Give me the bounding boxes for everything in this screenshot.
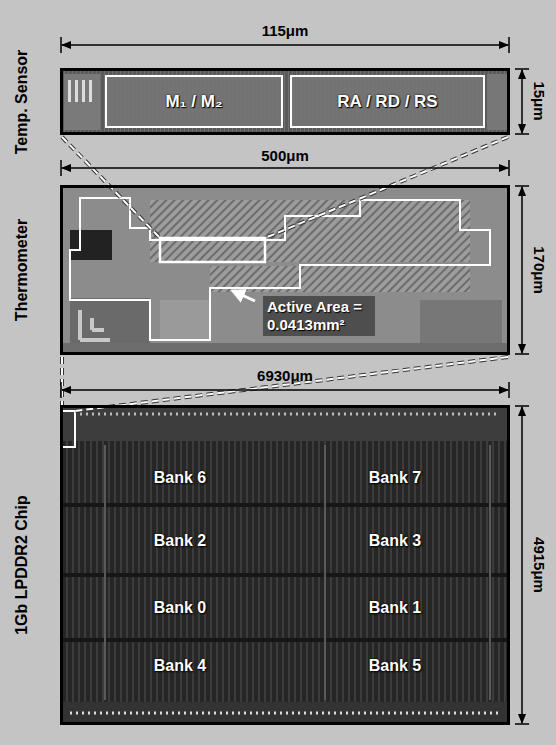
- thermometer-die: [60, 185, 510, 355]
- dimension-label: 6930μm: [257, 367, 313, 384]
- transistor-block: M₁ / M₂: [105, 75, 283, 128]
- bank-label: Bank 1: [369, 599, 421, 617]
- column-divider: [489, 445, 491, 700]
- block-outline: [70, 198, 490, 340]
- callout-arrow: [233, 291, 255, 301]
- dimension-line: [521, 407, 523, 723]
- periphery: [60, 702, 510, 722]
- bank-label: Bank 2: [154, 532, 206, 550]
- panel-heading: 1Gb LPDDR2 Chip: [13, 495, 31, 635]
- column-divider: [104, 445, 106, 700]
- bank-label: Bank 5: [369, 657, 421, 675]
- pad-row: [80, 413, 500, 416]
- chip-micrograph: [60, 405, 510, 725]
- dimension-label: 500μm: [261, 147, 309, 164]
- panel-heading: Temp. Sensor: [13, 49, 31, 154]
- thermometer-micrograph: [60, 185, 510, 355]
- zoom-line: [62, 137, 508, 411]
- bank-divider: [60, 573, 510, 577]
- periphery: [60, 405, 510, 441]
- column-divider: [324, 445, 326, 700]
- bank-label: Bank 3: [369, 532, 421, 550]
- pad-row: [70, 712, 500, 715]
- zoom-lines: [62, 137, 508, 411]
- dimension-tick: [515, 69, 529, 134]
- chip-panel: 1Gb LPDDR2 Chip: [60, 405, 510, 725]
- dimension-tick: [61, 382, 509, 398]
- circuit-trace: [80, 310, 110, 340]
- sensor-bar: [82, 80, 85, 102]
- sensor-region: [160, 238, 265, 262]
- zoom-line-shadow: [62, 137, 508, 411]
- circuit-block: [420, 300, 502, 345]
- sensor-micrograph: [60, 68, 510, 135]
- dimension-line: [521, 70, 523, 133]
- dimension-label: 170μm: [531, 246, 548, 294]
- dimension-label: 115μm: [262, 22, 309, 39]
- callout-note: Active Area = 0.0413mm²: [263, 296, 375, 336]
- dimension-tick: [515, 186, 529, 354]
- sensor-die: [60, 68, 510, 135]
- sensor-bar: [68, 80, 71, 102]
- sensor-bar: [89, 80, 92, 102]
- bank-label: Bank 0: [154, 599, 206, 617]
- power-rail: [60, 343, 510, 353]
- thermometer-panel: ThermometerActive Area = 0.0413mm²: [60, 185, 510, 355]
- sensor-block: [64, 74, 100, 130]
- circuit-block: [70, 230, 112, 260]
- block-label: RA / RD / RS: [337, 92, 437, 112]
- circuit-block: [70, 298, 150, 348]
- bank-label: Bank 6: [154, 469, 206, 487]
- chip-die: [60, 405, 510, 725]
- digital-area: [150, 200, 470, 262]
- sensor-block: [487, 74, 507, 130]
- bank-divider: [60, 503, 510, 507]
- circuit-block: [160, 300, 210, 340]
- dimension-line: [62, 389, 508, 391]
- dimension-tick: [61, 37, 509, 53]
- dimension-lines: [61, 37, 529, 724]
- bank-divider: [60, 638, 510, 642]
- panel-heading: Thermometer: [13, 219, 31, 321]
- dimension-label: 4915μm: [531, 537, 548, 593]
- dimension-label: 15μm: [531, 81, 548, 120]
- thermometer-region: [62, 411, 75, 447]
- bank-label: Bank 4: [154, 657, 206, 675]
- dimension-line: [62, 167, 508, 169]
- sensor-panel: Temp. SensorM₁ / M₂RA / RD / RS: [60, 68, 510, 135]
- sensor-bar: [75, 80, 78, 102]
- block-label: M₁ / M₂: [165, 92, 222, 112]
- bank-label: Bank 7: [369, 469, 421, 487]
- dimension-line: [521, 187, 523, 353]
- dimension-tick: [515, 406, 529, 724]
- resistor-block: RA / RD / RS: [290, 75, 485, 128]
- dimension-line: [62, 44, 508, 46]
